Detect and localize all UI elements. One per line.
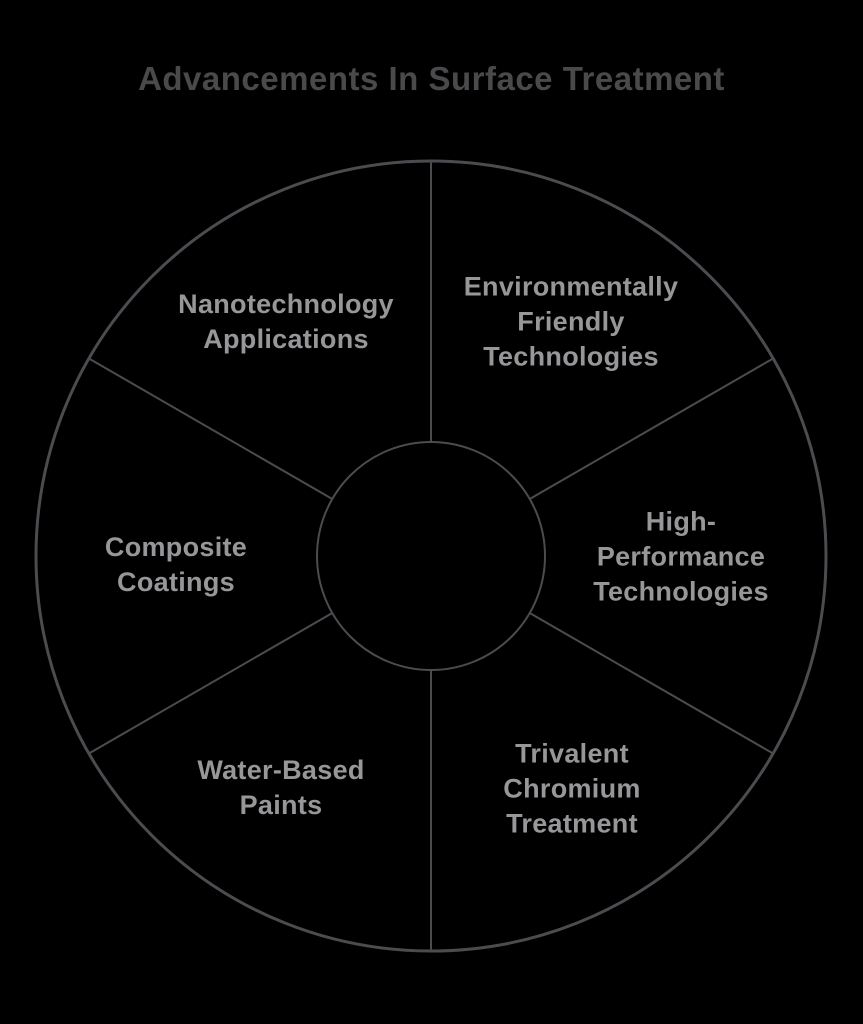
segment-label-composite-coatings: Composite Coatings bbox=[104, 532, 248, 597]
segment-label-nanotechnology-applications: Nanotechnology Applications bbox=[178, 289, 394, 354]
segment-divider-upper-right bbox=[529, 357, 774, 500]
segment-label-water-based-paints: Water-Based Paints bbox=[197, 755, 365, 820]
segment-label-environmentally-friendly-technologies: Environmentally Friendly Technologies bbox=[463, 271, 679, 372]
segment-divider-upper-left bbox=[88, 357, 333, 500]
segment-label-trivalent-chromium-treatment: Trivalent Chromium Treatment bbox=[503, 738, 641, 839]
donut-hole-circle bbox=[316, 441, 546, 671]
segment-label-high-performance-technologies: High- Performance Technologies bbox=[593, 506, 769, 607]
segment-divider-lower-left bbox=[88, 612, 333, 755]
chart-title: Advancements In Surface Treatment bbox=[138, 60, 725, 97]
segment-divider-lower-right bbox=[529, 612, 774, 755]
